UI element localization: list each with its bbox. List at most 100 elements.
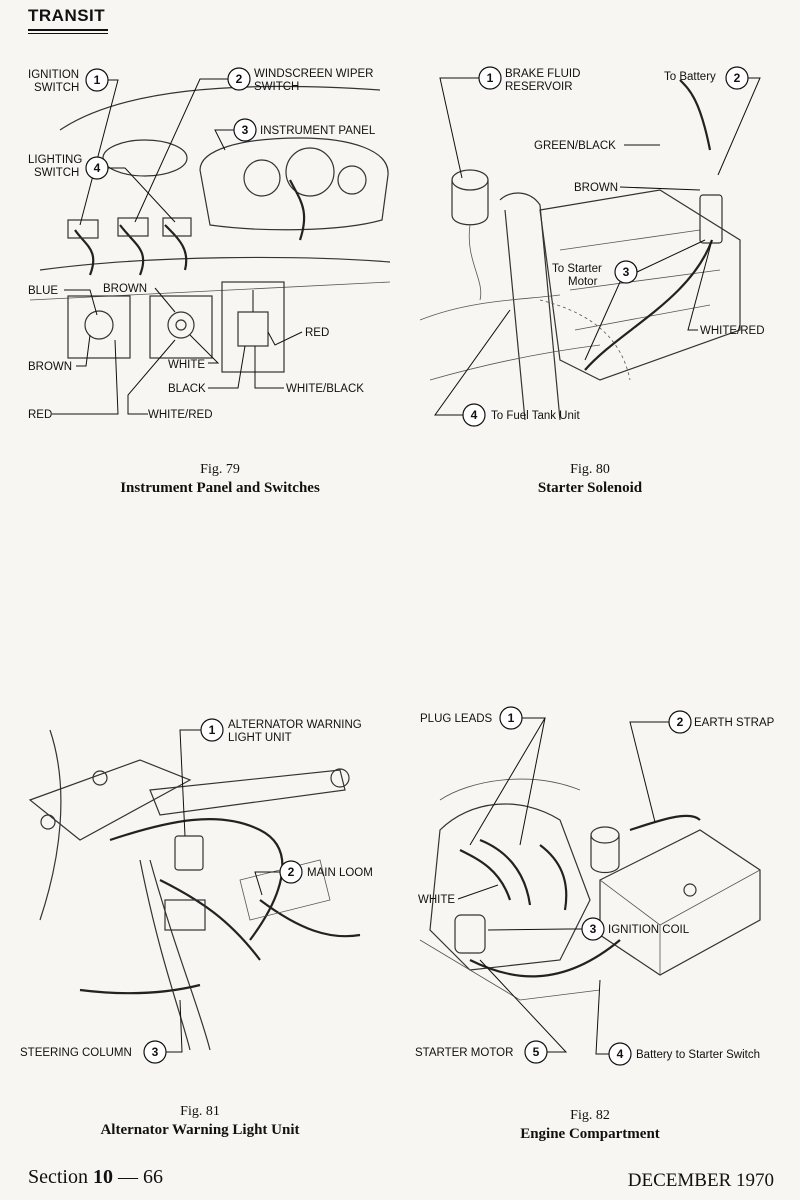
fig79-gauge-speedo (285, 147, 335, 197)
fig82-coil (454, 914, 486, 954)
fig81-loom-main (109, 817, 284, 941)
fig80-wire-green-black: GREEN/BLACK (534, 140, 616, 152)
fig82-battery-post (683, 883, 697, 897)
fig79-wire-white-red: WHITE/RED (148, 409, 213, 421)
fig79-wire-b (119, 224, 145, 276)
fig80-label-fuel: To Fuel Tank Unit (491, 410, 580, 422)
fig80-column-tube-b (504, 209, 526, 421)
fig79-wire-labels: BLUE BROWN BROWN RED WHITE BLACK WHITE/R… (28, 283, 364, 421)
fig80-label-reservoir-1: BRAKE FLUID (505, 68, 580, 80)
svg-text:3: 3 (590, 922, 597, 936)
fig81-column (139, 859, 191, 1051)
fig82-callout-5: 5 STARTER MOTOR (415, 959, 568, 1064)
fig80-title: Starter Solenoid (537, 480, 643, 496)
footer-section-number: 10 (93, 1166, 113, 1188)
svg-text:4: 4 (471, 408, 478, 422)
fig82-earth-strap (629, 814, 701, 832)
fig82-battery (599, 829, 761, 976)
fig80-brake-pipe (468, 224, 482, 301)
fig80-wire-white-red: WHITE/RED (700, 325, 765, 337)
fig81-loom-b (159, 879, 261, 961)
fig79-inset-wiper (149, 295, 213, 359)
fig79-switch-3-body (162, 217, 192, 237)
fig81-cross-member (149, 769, 346, 816)
fig80-bracket (539, 189, 741, 381)
fig79-callout-4: 4 LIGHTING SWITCH (28, 154, 176, 223)
fig79-switch-2-body (117, 217, 149, 237)
fig80-body-line-2 (429, 344, 601, 381)
fig80-caption: Fig. 80 Starter Solenoid (430, 462, 750, 497)
fig82-label-plug-leads: PLUG LEADS (420, 713, 493, 725)
header-rule-thin (28, 33, 108, 34)
fig79-wire-black: BLACK (168, 383, 206, 395)
fig79-instrument-housing (199, 137, 389, 231)
fig82-label-coil: IGNITION COIL (608, 924, 690, 936)
fig82-chassis-line (419, 939, 601, 1001)
fig82-label-earth: EARTH STRAP (694, 717, 775, 729)
fig79-inset-wiper-switch (167, 311, 195, 339)
fig79-wire-blue: BLUE (28, 285, 58, 297)
fig79-label-lighting-1: LIGHTING (28, 154, 82, 166)
fig79-gauge-left (243, 159, 281, 197)
fig79-dash-floor (29, 281, 391, 301)
svg-text:4: 4 (617, 1047, 624, 1061)
fig79-lighting-aperture (102, 139, 188, 177)
fig81-caption: Fig. 81 Alternator Warning Light Unit (40, 1104, 360, 1139)
fig82-title: Engine Compartment (520, 1126, 660, 1142)
svg-text:1: 1 (94, 73, 101, 87)
fig82-battery-edges (599, 869, 761, 975)
fig79-callout-3: 3 INSTRUMENT PANEL (214, 118, 376, 151)
fig82-callout-3: 3 IGNITION COIL (487, 917, 690, 941)
fig79-label-panel: INSTRUMENT PANEL (260, 125, 376, 137)
fig82-engine-block (429, 803, 591, 971)
fig79-title: Instrument Panel and Switches (120, 480, 320, 496)
fig82-label-starter: STARTER MOTOR (415, 1047, 513, 1059)
fig81-bolt-2 (40, 814, 56, 830)
fig81-callout-2: 2 MAIN LOOM (254, 860, 373, 896)
page-header: TRANSIT (28, 6, 108, 34)
fig79-wire-red-right: RED (305, 327, 329, 339)
svg-text:3: 3 (623, 265, 630, 279)
fig79-gauge-right (337, 165, 367, 195)
fig80-callout-3: 3 To Starter Motor (552, 239, 706, 361)
fig81-callout-3: 3 STEERING COLUMN (20, 999, 183, 1064)
svg-text:2: 2 (288, 865, 295, 879)
fig82-callout-2: 2 EARTH STRAP (629, 710, 775, 823)
fig82-callout-1: 1 PLUG LEADS (420, 706, 546, 846)
footer-page-number: 66 (143, 1166, 163, 1188)
fig79-wire-c (164, 224, 188, 271)
fig79-inset-wiper-hub (175, 319, 187, 331)
fig81-label-warning-1: ALTERNATOR WARNING (228, 719, 362, 731)
svg-text:3: 3 (152, 1045, 159, 1059)
svg-text:5: 5 (533, 1045, 540, 1059)
fig79-wire-white: WHITE (168, 359, 205, 371)
fig80-column-tube (499, 192, 561, 421)
fig79-wire-red-left: RED (28, 409, 52, 421)
fig81-column-b (149, 859, 211, 1051)
fig79-caption: Fig. 79 Instrument Panel and Switches (60, 462, 380, 497)
fig80-label-starter-2: Motor (568, 276, 598, 288)
fig80-dashed-wire (539, 299, 631, 381)
fig79-label-lighting-2: SWITCH (34, 167, 79, 179)
fig82-reservoir (590, 835, 620, 874)
fig81-label-column: STEERING COLUMN (20, 1047, 132, 1059)
fig80-label-battery: To Battery (664, 71, 716, 83)
fig79-label-wiper-2: SWITCH (254, 81, 299, 93)
fig79-panel-loom (289, 179, 306, 241)
fig82-caption: Fig. 82 Engine Compartment (430, 1108, 750, 1143)
fig80-starter-cable (584, 239, 714, 371)
fig79-label-ignition-1: IGNITION (28, 69, 79, 81)
fig80-number: Fig. 80 (570, 462, 610, 477)
footer-section: Section 10 — 66 (28, 1166, 163, 1189)
svg-text:2: 2 (677, 715, 684, 729)
fig81-loom-d (79, 983, 201, 995)
fig79-wire-a (74, 229, 95, 276)
fig82-bulkhead-line (439, 778, 581, 801)
fig82-wire-white: WHITE (418, 894, 455, 906)
fig79-label-wiper-1: WINDSCREEN WIPER (254, 68, 373, 80)
fig82-callout-4: 4 Battery to Starter Switch (595, 979, 760, 1066)
svg-text:3: 3 (242, 123, 249, 137)
